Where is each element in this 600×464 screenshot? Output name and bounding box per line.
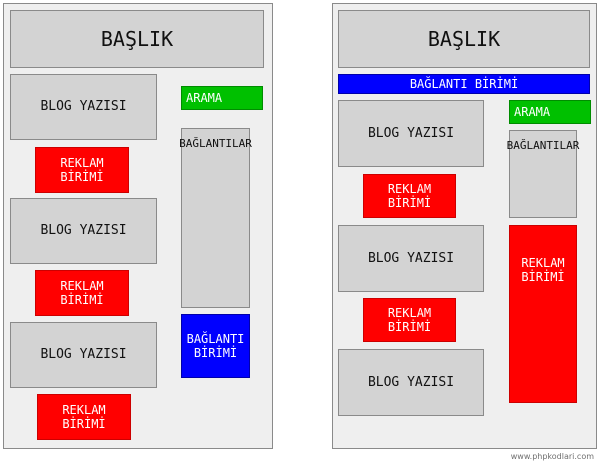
left-blog-post-1: BLOG YAZISI xyxy=(10,74,157,140)
right-blog-post-1: BLOG YAZISI xyxy=(338,100,484,167)
right-header-block: BAŞLIK xyxy=(338,10,590,68)
left-search-block: ARAMA xyxy=(181,86,263,110)
right-ad-unit-2: REKLAM BİRİMİ xyxy=(363,298,456,342)
left-ad-unit-3: REKLAM BİRİMİ xyxy=(37,394,131,440)
left-ad-unit-2: REKLAM BİRİMİ xyxy=(35,270,129,316)
left-blog-post-3: BLOG YAZISI xyxy=(10,322,157,388)
right-link-unit-bar: BAĞLANTI BİRİMİ xyxy=(338,74,590,94)
watermark: www.phpkodlari.com xyxy=(510,452,594,461)
right-ad-sidebar: REKLAM BİRİMİ xyxy=(509,225,577,403)
right-blog-post-3: BLOG YAZISI xyxy=(338,349,484,416)
left-layout-panel: BAŞLIK BLOG YAZISI REKLAM BİRİMİ BLOG YA… xyxy=(3,3,273,449)
left-blog-post-2: BLOG YAZISI xyxy=(10,198,157,264)
right-ad-unit-1: REKLAM BİRİMİ xyxy=(363,174,456,218)
right-layout-panel: BAŞLIK BAĞLANTI BİRİMİ BLOG YAZISI REKLA… xyxy=(332,3,597,449)
right-links-block: BAĞLANTILAR xyxy=(507,130,579,218)
left-ad-unit-1: REKLAM BİRİMİ xyxy=(35,147,129,193)
left-header-block: BAŞLIK xyxy=(10,10,264,68)
right-search-block: ARAMA xyxy=(509,100,591,124)
right-blog-post-2: BLOG YAZISI xyxy=(338,225,484,292)
left-link-unit-block: BAĞLANTI BİRİMİ xyxy=(181,314,250,378)
left-links-block: BAĞLANTILAR xyxy=(179,128,252,308)
